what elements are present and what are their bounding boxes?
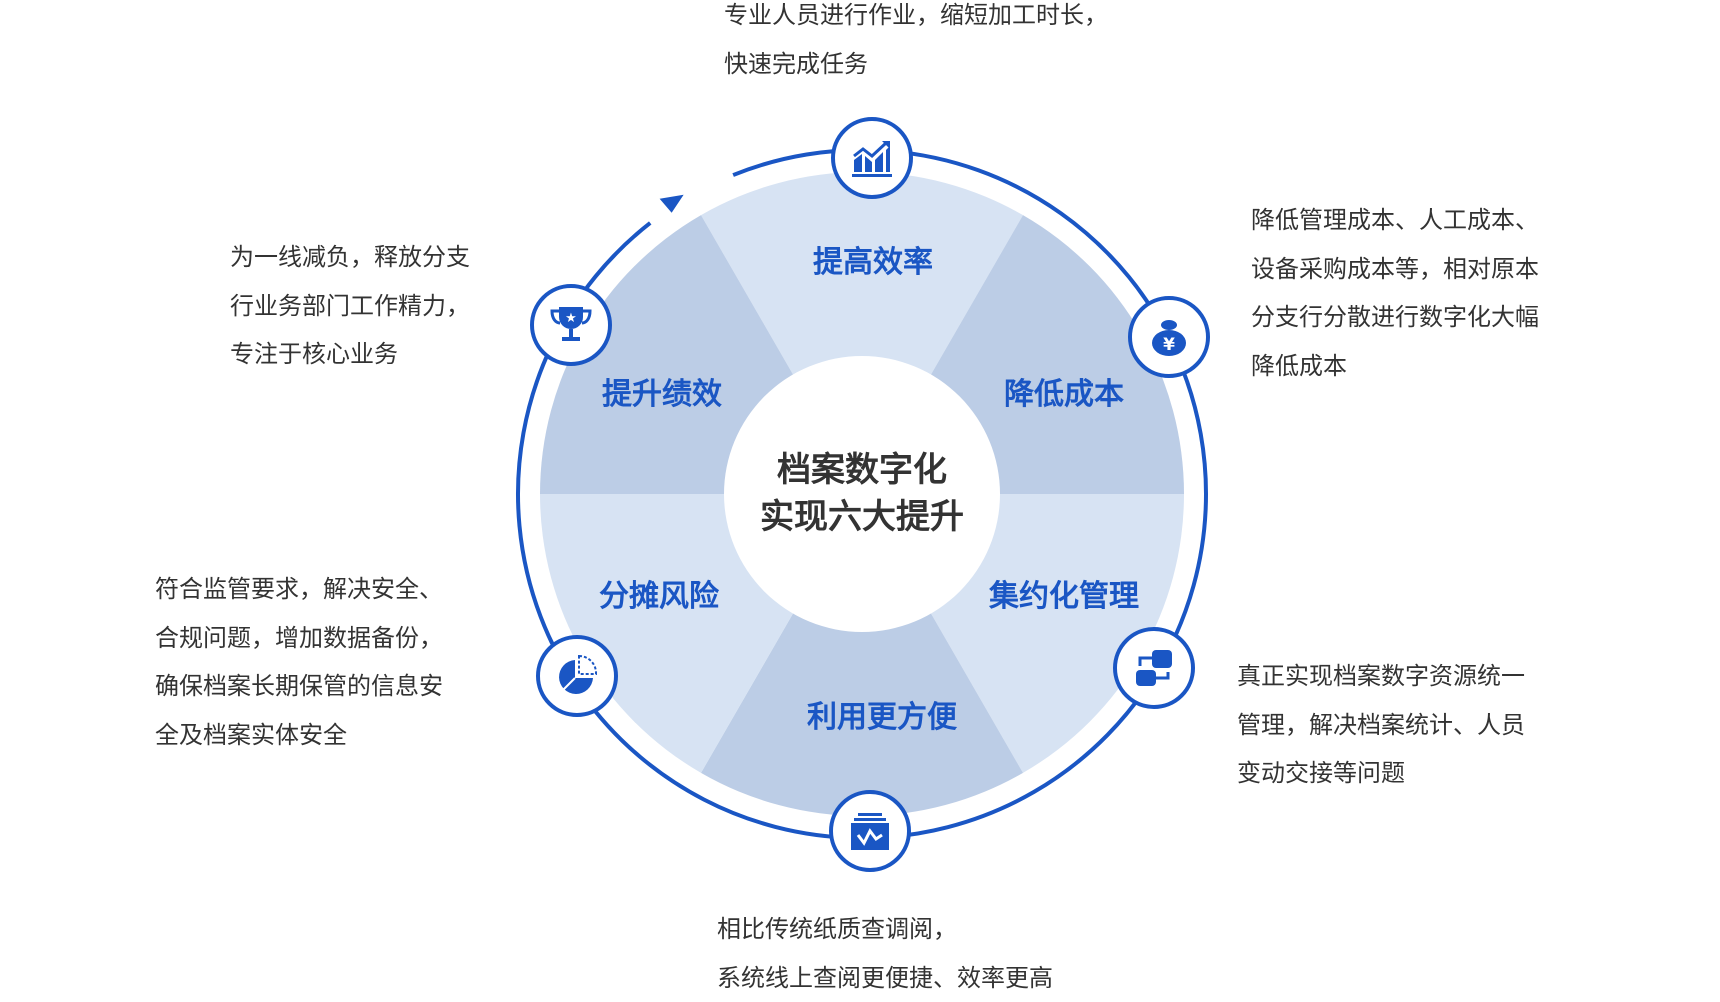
description-risk: 符合监管要求，解决安全、 合规问题，增加数据备份， 确保档案长期保管的信息安 全… [155,565,443,759]
arrow-head-icon [660,195,684,213]
desc-line: 符合监管要求，解决安全、 [155,565,443,614]
desc-line: 专业人员进行作业，缩短加工时长， [724,0,1108,40]
desc-line: 管理，解决档案统计、人员 [1237,701,1525,750]
desc-line: 专注于核心业务 [230,330,470,379]
center-title: 档案数字化 实现六大提升 [760,447,964,541]
description-cost: 降低管理成本、人工成本、 设备采购成本等，相对原本 分支行分散进行数字化大幅 降… [1251,196,1539,390]
description-convenience: 相比传统纸质查调阅， 系统线上查阅更便捷、效率更高 [717,905,1053,1002]
sector-label-risk: 分摊风险 [599,571,719,615]
desc-line: 快速完成任务 [724,40,1108,89]
description-efficiency: 专业人员进行作业，缩短加工时长， 快速完成任务 [724,0,1108,88]
desc-line: 合规问题，增加数据备份， [155,614,443,663]
money-bag-icon: ¥ [1128,296,1210,378]
center-title-line: 实现六大提升 [760,494,964,541]
desc-line: 设备采购成本等，相对原本 [1251,245,1539,294]
archive-box-icon [829,790,911,872]
desc-line: 行业务部门工作精力， [230,282,470,331]
center-title-line: 档案数字化 [760,447,964,494]
desc-line: 降低成本 [1251,342,1539,391]
svg-text:★: ★ [565,311,577,326]
desc-line: 降低管理成本、人工成本、 [1251,196,1539,245]
desc-line: 变动交接等问题 [1237,749,1525,798]
desc-line: 系统线上查阅更便捷、效率更高 [717,954,1053,1002]
description-performance: 为一线减负，释放分支 行业务部门工作精力， 专注于核心业务 [230,233,470,379]
sector-label-convenience: 利用更方便 [807,692,957,736]
desc-line: 为一线减负，释放分支 [230,233,470,282]
desc-line: 真正实现档案数字资源统一 [1237,652,1525,701]
pie-chart-icon [536,635,618,717]
desc-line: 分支行分散进行数字化大幅 [1251,293,1539,342]
trophy-icon: ★ [530,284,612,366]
sector-label-cost: 降低成本 [1004,369,1124,413]
desc-line: 确保档案长期保管的信息安 [155,662,443,711]
sector-label-management: 集约化管理 [989,571,1139,615]
sector-label-performance: 提升绩效 [602,369,722,413]
desc-line: 全及档案实体安全 [155,711,443,760]
description-management: 真正实现档案数字资源统一 管理，解决档案统计、人员 变动交接等问题 [1237,652,1525,798]
svg-text:¥: ¥ [1163,335,1175,355]
chart-growth-icon [831,117,913,199]
desc-line: 相比传统纸质查调阅， [717,905,1053,954]
workflow-icon [1113,627,1195,709]
sector-label-efficiency: 提高效率 [813,237,933,281]
